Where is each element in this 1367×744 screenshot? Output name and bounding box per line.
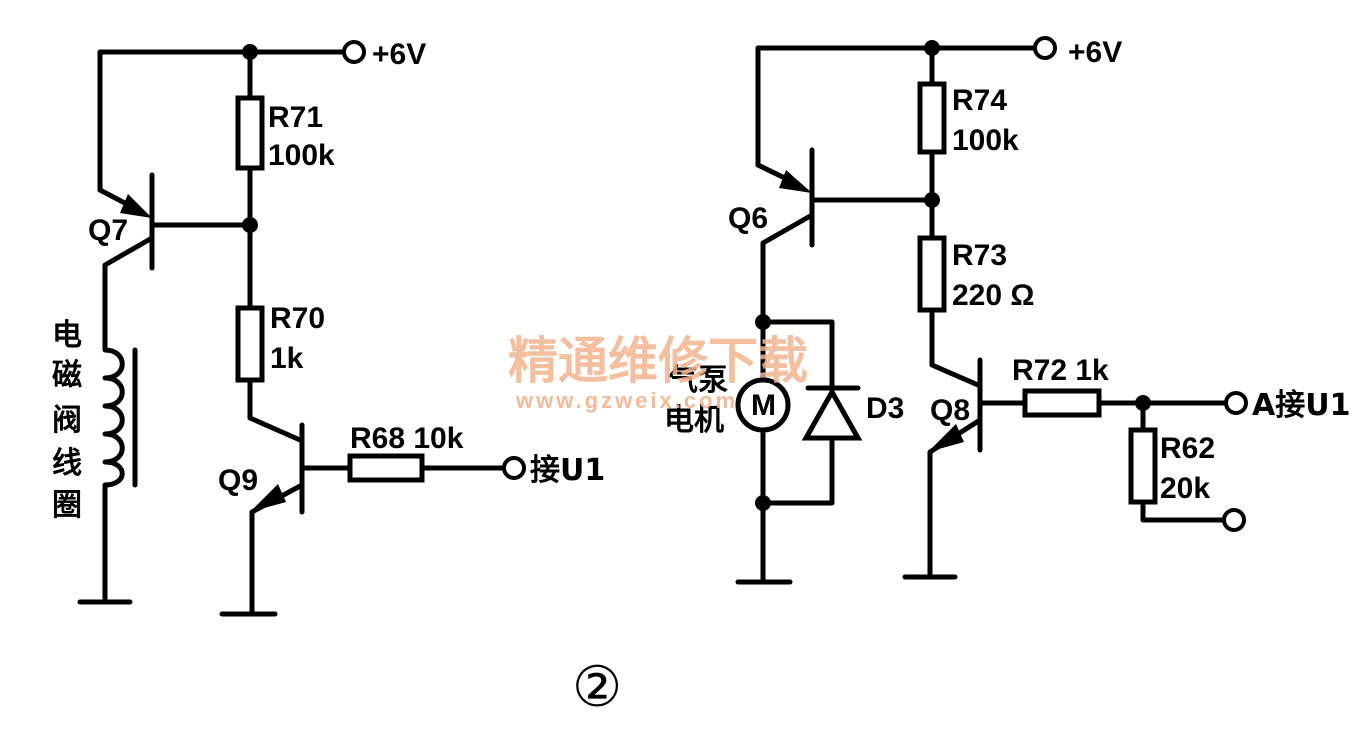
- coil-label-char-5: 圈: [52, 488, 82, 523]
- q9-label: Q9: [218, 464, 258, 497]
- r62-terminal: [1222, 508, 1246, 532]
- right-top-rail: [755, 45, 1043, 168]
- r68-label: R68 10k: [350, 422, 464, 455]
- watermark-url: www.gzweix.com: [515, 388, 738, 413]
- coil-label-char-3: 阀: [52, 403, 82, 438]
- left-u1-label: 接U1: [530, 453, 605, 488]
- r70-resistor: [235, 305, 265, 383]
- r72-resistor: [1022, 388, 1102, 418]
- r74-value: 100k: [952, 124, 1019, 157]
- left-top-rail: [97, 49, 353, 193]
- q8-emitter-lead: [927, 417, 983, 579]
- r70-label: R70: [270, 302, 325, 335]
- q7-collector-lead: [102, 235, 155, 303]
- q9-emitter-lead: [249, 482, 305, 615]
- q9-emitter-arrow: [250, 484, 286, 512]
- left-circuit: +6V R71 100k Q7 电 磁 阀 线 圈 R70 1k: [52, 38, 605, 617]
- q6-collector-lead: [760, 212, 815, 325]
- q7-label: Q7: [88, 214, 128, 247]
- coil-label-char-4: 线: [52, 446, 82, 481]
- r73-value: 220 Ω: [952, 279, 1034, 312]
- r73-resistor: [917, 235, 947, 313]
- r62-value: 20k: [1160, 472, 1210, 505]
- r68-resistor: [347, 453, 425, 483]
- r74-resistor: [917, 81, 947, 155]
- right-u1-label: A接U1: [1252, 388, 1350, 423]
- q7-emitter-arrow: [120, 194, 152, 218]
- q6-emitter-arrow: [779, 170, 812, 193]
- coil-label: 电 磁 阀 线 圈: [52, 318, 82, 523]
- motor-letter: M: [751, 389, 776, 422]
- right-vcc-label: +6V: [1068, 36, 1122, 69]
- r72-label: R72 1k: [1012, 354, 1109, 387]
- watermark: 精通维修下载 www.gzweix.com: [508, 332, 808, 413]
- r71-resistor: [235, 95, 265, 171]
- q6-label: Q6: [728, 202, 768, 235]
- r62-lead-bottom: [1140, 499, 1228, 523]
- solenoid-coil: [102, 297, 125, 603]
- coil-label-char-1: 电: [52, 318, 82, 353]
- coil-label-char-2: 磁: [52, 358, 82, 393]
- left-vcc-terminal: [342, 40, 366, 64]
- r74-label: R74: [952, 84, 1007, 117]
- watermark-cn: 精通维修下载: [508, 332, 808, 390]
- pump-label-line2: 电机: [664, 403, 724, 438]
- diode-bottom-wire: [760, 437, 835, 506]
- q8-label: Q8: [930, 394, 970, 427]
- d3-label: D3: [866, 392, 904, 425]
- r62-label: R62: [1160, 432, 1215, 465]
- left-vcc-label: +6V: [372, 38, 426, 71]
- r70-value: 1k: [270, 342, 304, 375]
- diode-top-wire: [760, 319, 835, 388]
- right-circuit: +6V R74 100k Q6 M D3 气泵 电机 R7: [664, 36, 1350, 585]
- left-u1-terminal: [502, 456, 526, 480]
- figure-number: ②: [572, 655, 622, 720]
- r71-value: 100k: [268, 139, 335, 172]
- r71-label: R71: [268, 101, 323, 134]
- diode-d3: [801, 386, 863, 441]
- right-u1-terminal: [1224, 391, 1248, 415]
- q8-emitter-arrow: [928, 424, 964, 452]
- q9-collector-lead: [247, 377, 303, 443]
- r73-label: R73: [952, 239, 1007, 272]
- pump-label-line1: 气泵: [668, 363, 728, 398]
- q8-collector-lead: [929, 307, 981, 388]
- right-vcc-terminal: [1033, 36, 1057, 60]
- r62-resistor: [1128, 427, 1158, 505]
